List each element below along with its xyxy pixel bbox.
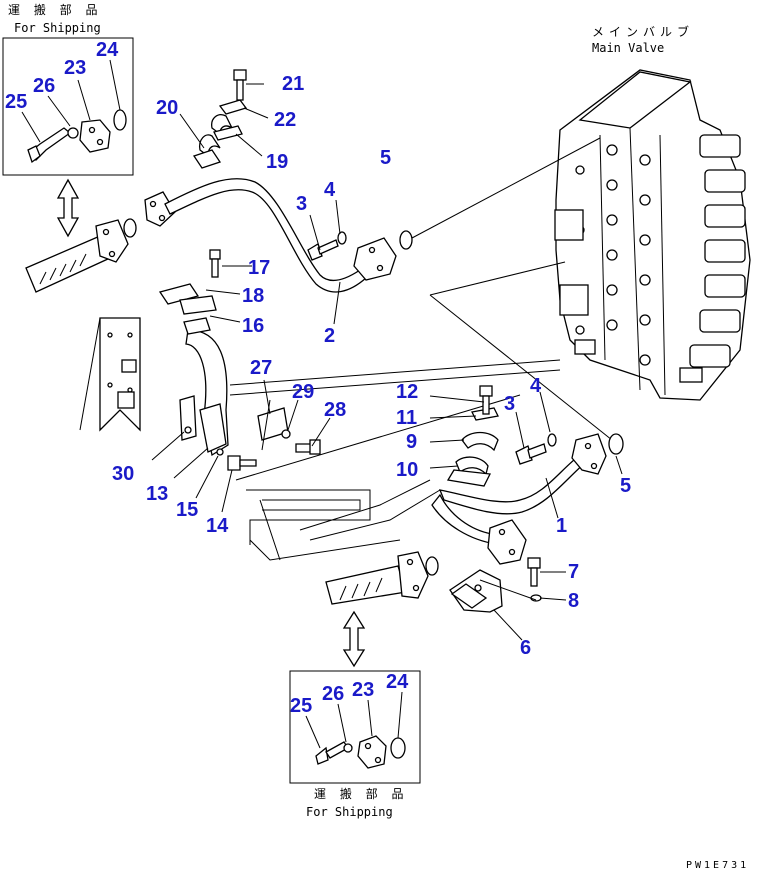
washer-8 [530, 594, 542, 602]
callout-4-lower: 4 [530, 375, 542, 397]
bracket-6 [449, 569, 503, 613]
shipping-top-oring-24 [113, 109, 127, 131]
shipping-bot-bolt-25 [315, 741, 349, 765]
callout-5-upper: 5 [380, 147, 391, 169]
shipping-label-jp-top: 運 搬 部 品 [8, 2, 102, 17]
clamp-20 [192, 134, 222, 169]
callout-28: 28 [324, 399, 346, 421]
callout-13: 13 [146, 483, 168, 505]
callout-ship-bot-25: 25 [290, 695, 312, 717]
callout-ship-top-24: 24 [96, 39, 119, 61]
callout-29: 29 [292, 381, 314, 403]
clamp-19 [211, 114, 243, 141]
lower-pipe-assembly [325, 551, 439, 605]
pipe-2 [144, 178, 397, 293]
bracket-30 [179, 395, 197, 441]
callout-7: 7 [568, 561, 579, 583]
callout-21: 21 [282, 73, 304, 95]
callout-5-lower: 5 [620, 475, 631, 497]
shipping-top-washer-26 [67, 127, 79, 139]
washer-15 [216, 448, 224, 456]
leader-oring-5-upper [411, 137, 601, 239]
callout-30: 30 [112, 463, 134, 485]
callout-4-upper: 4 [324, 179, 336, 201]
callout-3-lower: 3 [504, 393, 515, 415]
callout-11: 11 [396, 407, 417, 429]
left-pipe-assembly [25, 218, 137, 293]
shipping-top-bolt-25 [27, 127, 72, 164]
washer-4-lower [547, 433, 557, 447]
drawing-code: PW1E731 [686, 860, 749, 871]
shipping-label-en-top: For Shipping [14, 21, 101, 35]
callout-16: 16 [242, 315, 264, 337]
shipping-label-jp-bottom: 運 搬 部 品 [314, 786, 408, 801]
clamp-10 [446, 456, 491, 487]
callout-numbers: 25 26 23 24 20 21 22 19 5 4 3 17 18 16 2… [5, 39, 631, 717]
leader-oring-5-lower [429, 294, 613, 441]
valve-ports [554, 144, 703, 383]
bolt-21 [233, 69, 247, 101]
callout-18: 18 [242, 285, 264, 307]
callout-19: 19 [266, 151, 288, 173]
shipping-leaders [21, 59, 403, 749]
clamp-27 [257, 399, 289, 451]
bolt-3-upper [307, 239, 339, 261]
valve-solenoids [689, 134, 746, 368]
bolt-17 [209, 249, 221, 278]
main-valve [554, 69, 751, 401]
shipping-top-flange-23 [79, 119, 111, 153]
callout-6: 6 [520, 637, 531, 659]
callout-ship-top-23: 23 [64, 57, 86, 79]
shipping-box-top [2, 37, 134, 176]
shipping-bot-oring-24 [390, 737, 406, 759]
bolt-12 [479, 385, 493, 415]
callout-15: 15 [176, 499, 198, 521]
leader-lines [151, 83, 623, 641]
bolt-28 [295, 439, 321, 455]
oring-5-lower [608, 433, 624, 455]
double-arrow-top [56, 178, 80, 238]
callout-ship-top-26: 26 [33, 75, 55, 97]
bolt-3-lower [515, 443, 547, 465]
callout-ship-bot-24: 24 [386, 671, 409, 693]
main-valve-label-jp: メインバルブ [592, 24, 694, 39]
shipping-label-en-bottom: For Shipping [306, 805, 393, 819]
shipping-box-bottom [289, 670, 421, 784]
callout-10: 10 [396, 459, 418, 481]
callout-8: 8 [568, 590, 579, 612]
callout-ship-top-25: 25 [5, 91, 27, 113]
frame-outline-ghost [229, 359, 561, 561]
washer-29 [281, 429, 291, 439]
callout-17: 17 [248, 257, 270, 279]
callout-3-upper: 3 [296, 193, 307, 215]
main-valve-label-en: Main Valve [592, 41, 664, 55]
leader-valve-diag [429, 261, 566, 296]
bolt-14 [227, 455, 257, 471]
callout-1: 1 [556, 515, 567, 537]
double-arrow-bottom [342, 610, 366, 668]
shipping-bot-flange-23 [357, 735, 387, 769]
callout-14: 14 [206, 515, 229, 537]
bracket-plate-left [79, 317, 141, 432]
clamp-9 [461, 431, 499, 452]
callout-20: 20 [156, 97, 178, 119]
callout-22: 22 [274, 109, 296, 131]
callout-ship-bot-26: 26 [322, 683, 344, 705]
callout-ship-bot-23: 23 [352, 679, 374, 701]
bolt-7 [527, 557, 541, 587]
callout-27: 27 [250, 357, 272, 379]
pipe-1 [431, 433, 607, 565]
washer-4-upper [337, 231, 347, 245]
callout-9: 9 [406, 431, 417, 453]
callout-12: 12 [396, 381, 418, 403]
oring-5-upper [399, 230, 413, 250]
shipping-bot-washer-26 [343, 743, 353, 753]
clamp-16-18 [158, 283, 217, 335]
callout-2: 2 [324, 325, 335, 347]
plate-22 [218, 99, 248, 115]
